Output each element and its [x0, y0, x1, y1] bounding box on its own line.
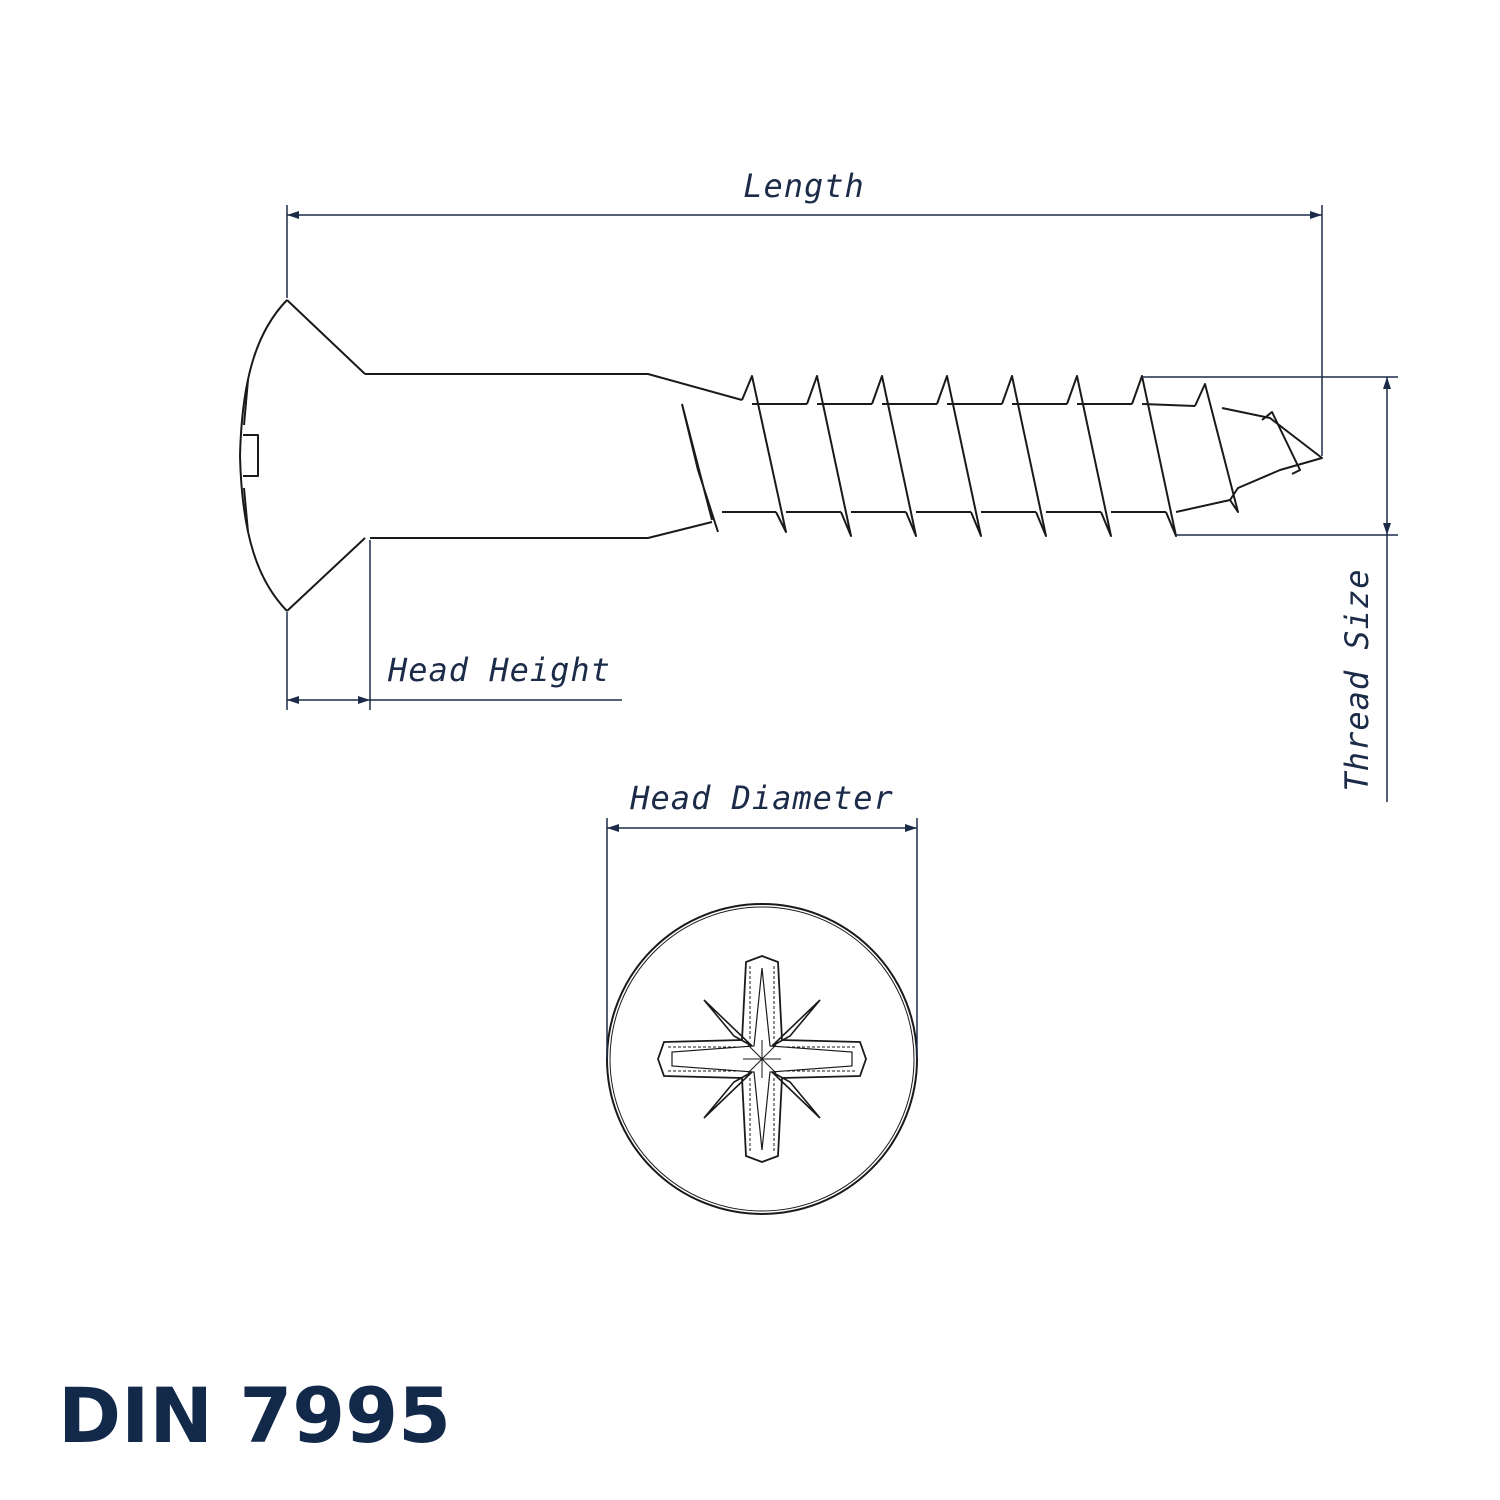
screw-head-bottom-edge	[286, 537, 366, 612]
screw-point-thread	[1261, 411, 1301, 475]
head-edge-detail	[243, 379, 249, 533]
pozidriv-cross-stripes	[668, 966, 856, 1152]
screw-side-view	[239, 299, 1323, 612]
head-inner-circle	[609, 906, 915, 1212]
screw-head-top-edge	[286, 299, 366, 375]
shank-top	[365, 373, 743, 401]
head-diameter-label: Head Diameter	[629, 779, 893, 817]
pozidriv-star-lines	[703, 999, 821, 1119]
pozidriv-cross-recess	[657, 955, 867, 1163]
thread-root-lines	[722, 403, 1231, 513]
thread-size-label: Thread Size	[1338, 569, 1376, 792]
thread-crests	[741, 375, 1239, 537]
screw-head-top-view	[606, 903, 918, 1215]
dimensions	[286, 205, 1398, 1059]
screw-point	[1221, 407, 1323, 501]
screw-head-outline	[239, 299, 288, 612]
standard-title: DIN 7995	[58, 1371, 451, 1460]
length-label: Length	[743, 167, 865, 205]
shank-bottom	[370, 521, 713, 539]
pozidriv-cross-inner	[671, 967, 853, 1151]
head-recess-notch	[243, 434, 259, 477]
head-height-label: Head Height	[387, 651, 611, 689]
thread-runout	[681, 403, 719, 533]
pozidriv-center-star	[743, 1040, 781, 1078]
